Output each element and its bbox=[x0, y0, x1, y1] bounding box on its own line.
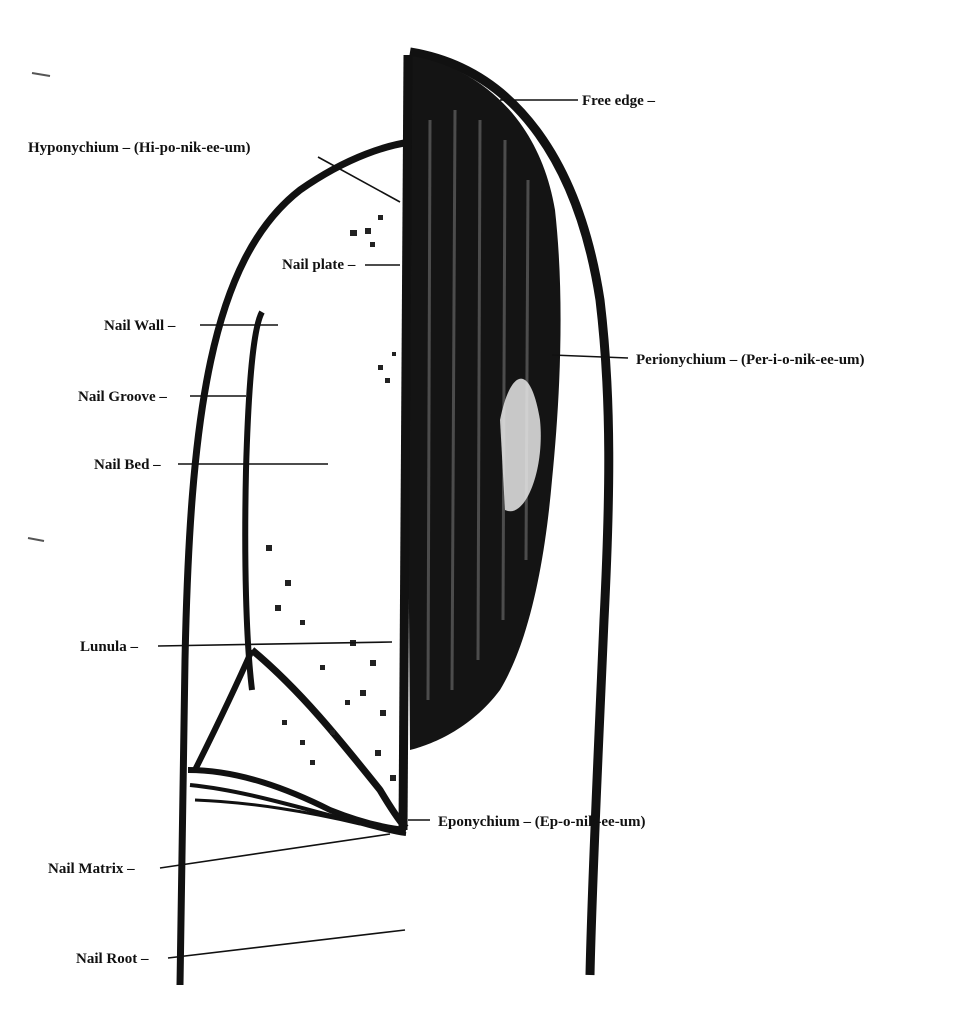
label-nail-root: Nail Root – bbox=[76, 951, 149, 967]
label-nail-groove: Nail Groove – bbox=[78, 389, 167, 405]
lunula-shape bbox=[188, 650, 406, 834]
label-hyponychium: Hyponychium – (Hi-po-nik-ee-um) bbox=[28, 140, 251, 156]
label-nail-wall: Nail Wall – bbox=[104, 318, 176, 334]
leader-nail-root bbox=[168, 930, 405, 958]
leader-perionychium bbox=[552, 355, 628, 358]
nail-plate-edge bbox=[403, 55, 408, 830]
label-lunula: Lunula – bbox=[80, 639, 138, 655]
label-eponychium: Eponychium – (Ep-o-nik-ee-um) bbox=[438, 814, 646, 830]
nail-plate-shape bbox=[405, 55, 561, 750]
label-free-edge: Free edge – bbox=[582, 93, 656, 109]
label-nail-bed: Nail Bed – bbox=[94, 457, 161, 473]
label-nail-plate: Nail plate – bbox=[282, 257, 356, 273]
leader-nail-matrix bbox=[160, 834, 390, 868]
leader-lunula bbox=[158, 642, 392, 646]
label-nail-matrix: Nail Matrix – bbox=[48, 861, 135, 877]
nail-wall-line bbox=[245, 312, 262, 690]
leader-hyponychium bbox=[318, 157, 400, 202]
label-perionychium: Perionychium – (Per-i-o-nik-ee-um) bbox=[636, 352, 865, 368]
stipple-dots bbox=[266, 215, 396, 781]
